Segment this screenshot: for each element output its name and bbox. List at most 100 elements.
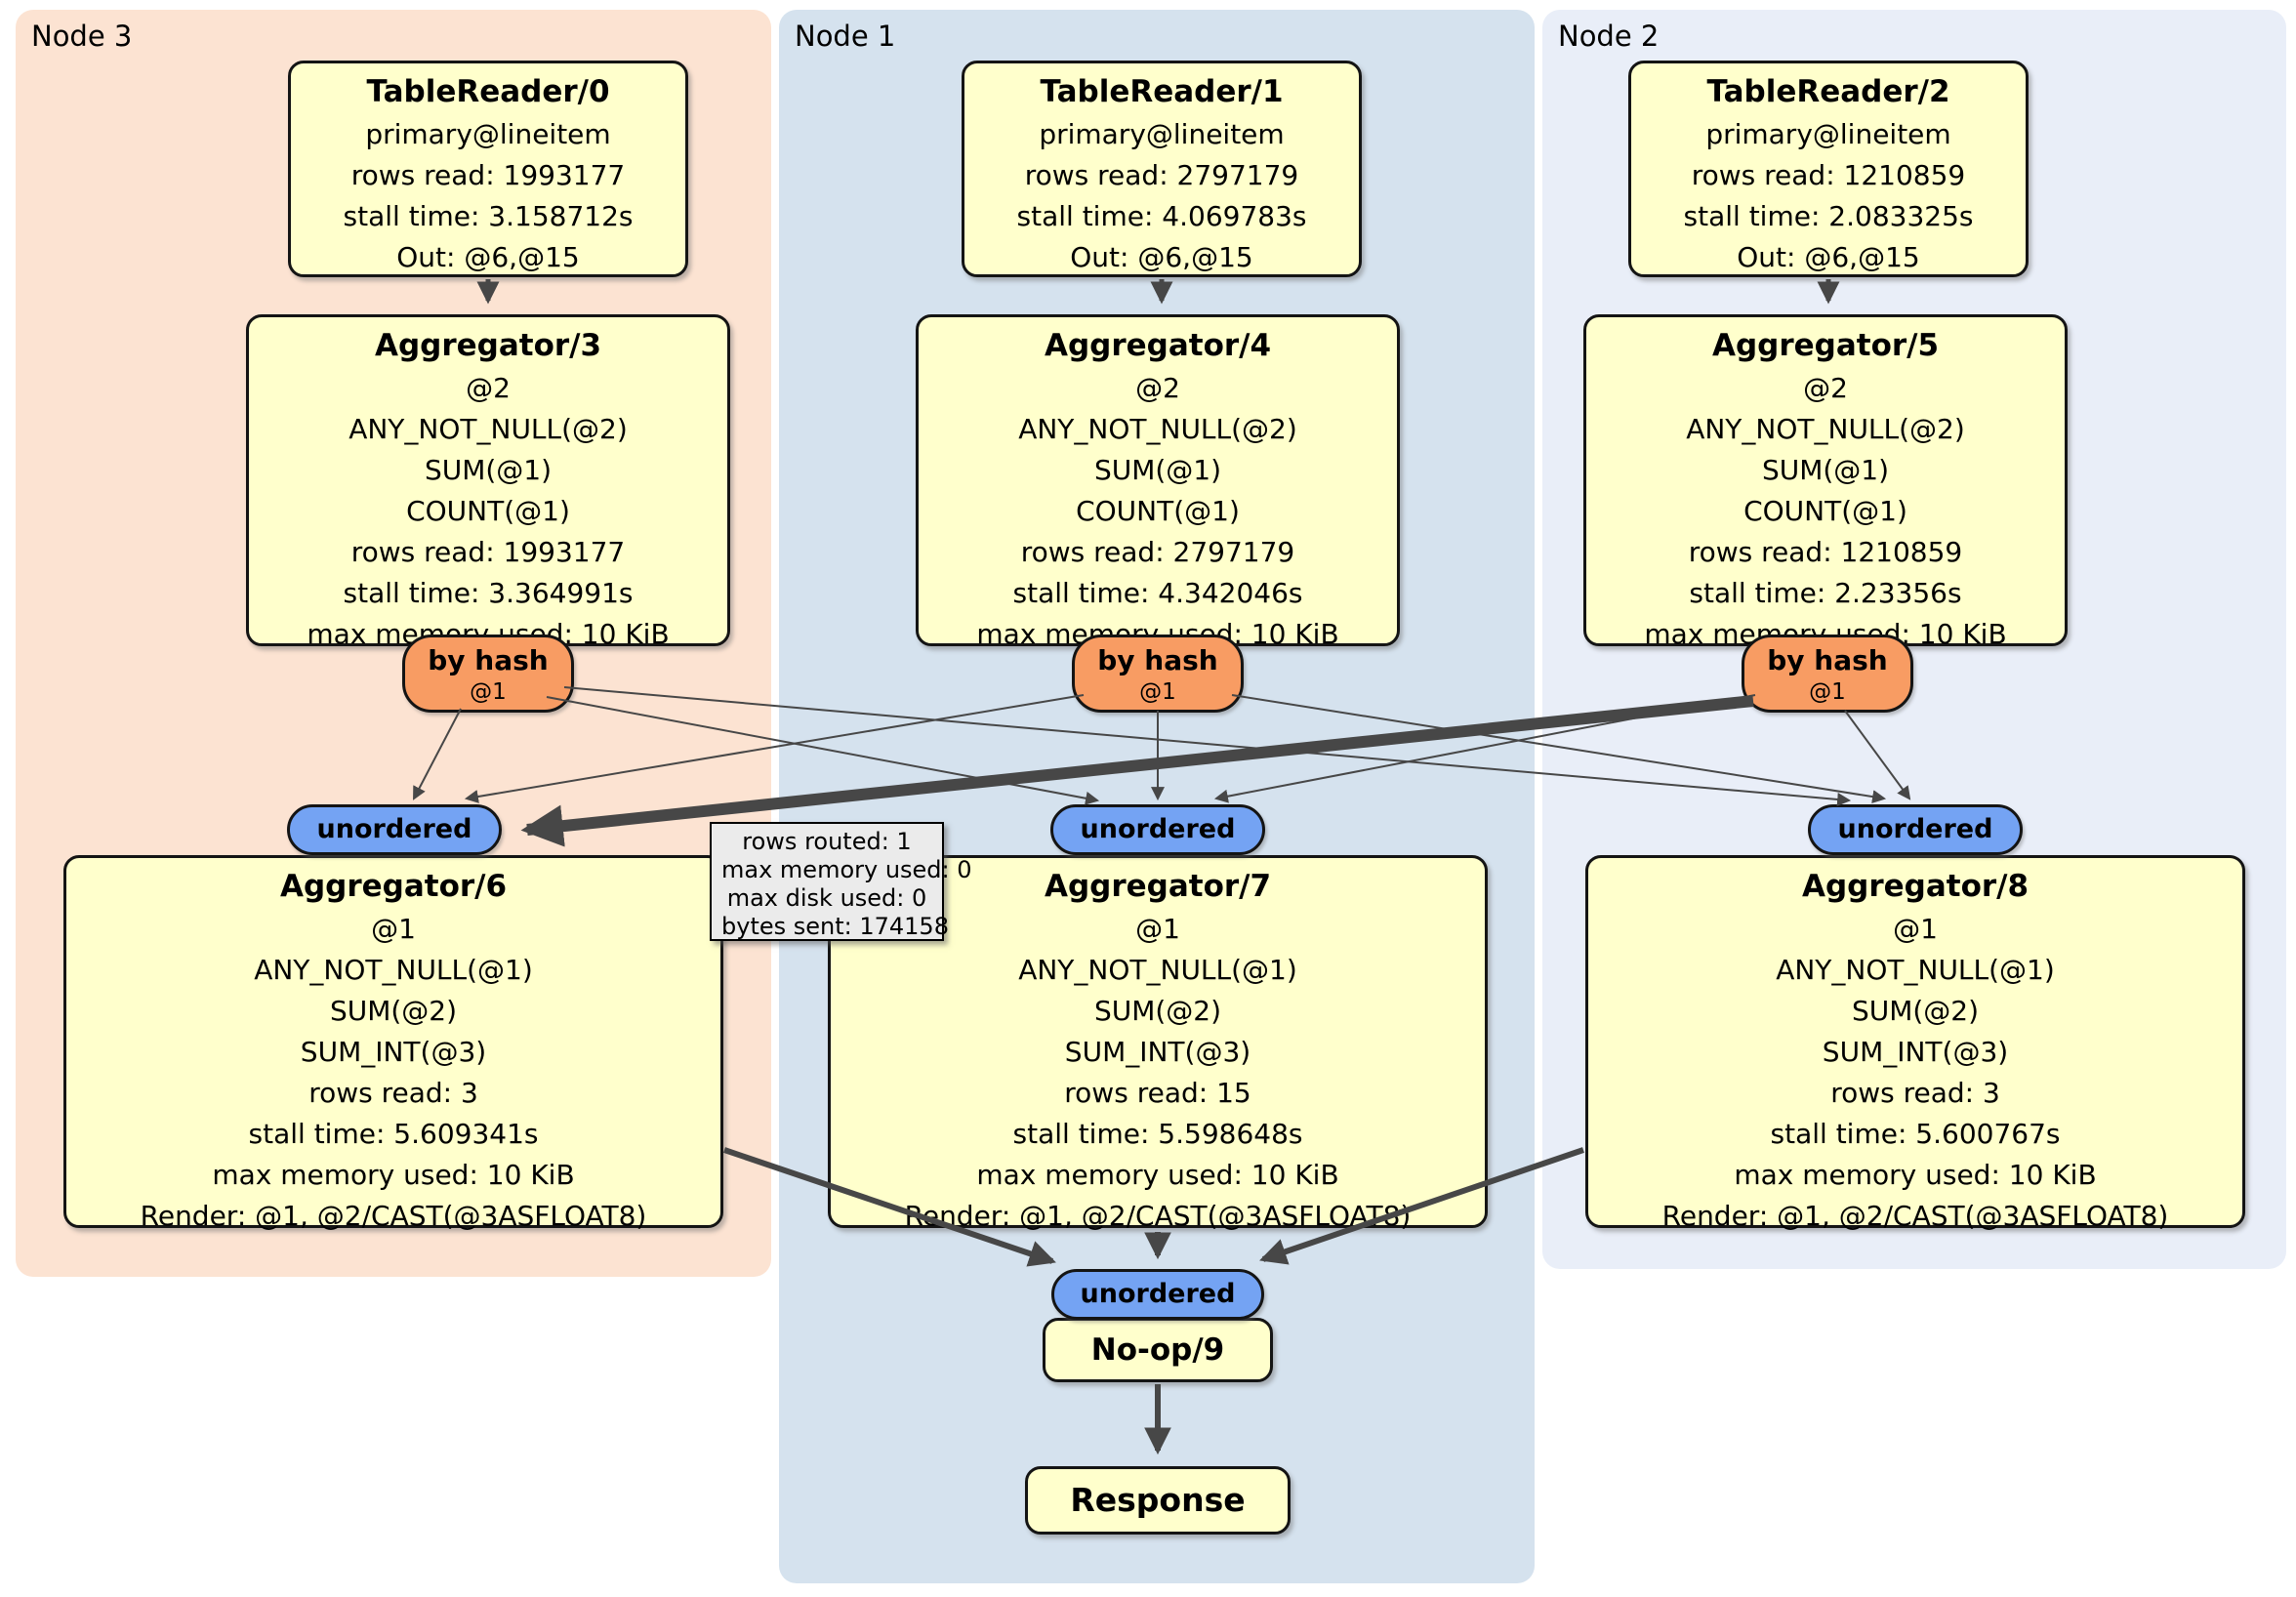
- text-line: stall time: 4.069783s: [1016, 200, 1307, 232]
- text-line: stall time: 5.598648s: [1012, 1118, 1303, 1150]
- text-line: Render: @1, @2/CAST(@3ASFLOAT8): [904, 1200, 1412, 1232]
- router-columns: @1: [1139, 679, 1176, 705]
- text-line: max memory used: 0: [721, 856, 972, 883]
- text-line: @2: [1135, 372, 1180, 404]
- text-line: SUM(@2): [1093, 995, 1222, 1027]
- text-line: COUNT(@1): [406, 495, 570, 527]
- text-line: bytes sent: 174158: [721, 913, 949, 940]
- text-line: SUM_INT(@3): [300, 1036, 487, 1068]
- text-line: Out: @6,@15: [1070, 241, 1253, 273]
- text-line: max memory used: 10 KiB: [212, 1159, 575, 1191]
- processor-title: Response: [1070, 1481, 1246, 1519]
- text-line: rows routed: 1: [742, 828, 912, 855]
- processor-title: TableReader/2: [1706, 74, 1950, 109]
- text-line: SUM_INT(@3): [1064, 1036, 1251, 1068]
- stream-unordered-node1[interactable]: unordered: [1050, 804, 1265, 855]
- text-line: stall time: 2.23356s: [1689, 577, 1962, 609]
- stream-label: unordered: [316, 814, 472, 844]
- text-line: ANY_NOT_NULL(@1): [1776, 954, 2055, 986]
- text-line: stall time: 3.364991s: [343, 577, 634, 609]
- text-line: rows read: 1210859: [1688, 536, 1963, 568]
- text-line: max memory used: 10 KiB: [976, 1159, 1339, 1191]
- text-line: ANY_NOT_NULL(@2): [348, 413, 628, 445]
- text-line: @2: [1803, 372, 1848, 404]
- processor-details: primary@lineitem rows read: 1993177 stall …: [291, 114, 685, 278]
- stream-unordered-node3[interactable]: unordered: [287, 804, 502, 855]
- router-columns: @1: [470, 679, 507, 705]
- processor-title: Aggregator/7: [1044, 869, 1272, 904]
- processor-title: Aggregator/8: [1801, 869, 2030, 904]
- router-label: by hash: [1767, 644, 1888, 676]
- text-line: ANY_NOT_NULL(@1): [254, 954, 533, 986]
- text-line: rows read: 3: [1830, 1077, 2000, 1109]
- text-line: SUM(@2): [1851, 995, 1980, 1027]
- panel-node2-label: Node 2: [1558, 20, 1660, 53]
- processor-noop-9[interactable]: No-op/9: [1043, 1318, 1273, 1382]
- text-line: stall time: 4.342046s: [1012, 577, 1303, 609]
- router-by-hash-node3[interactable]: by hash @1: [402, 635, 574, 713]
- text-line: Out: @6,@15: [396, 241, 580, 273]
- stream-unordered-node2[interactable]: unordered: [1808, 804, 2023, 855]
- text-line: @1: [1135, 913, 1180, 945]
- text-line: SUM_INT(@3): [1822, 1036, 2009, 1068]
- text-line: COUNT(@1): [1076, 495, 1240, 527]
- text-line: rows read: 1993177: [350, 536, 626, 568]
- processor-title: TableReader/0: [366, 74, 610, 109]
- stream-label: unordered: [1080, 1279, 1236, 1309]
- text-line: rows read: 3: [308, 1077, 478, 1109]
- stream-label: unordered: [1080, 814, 1236, 844]
- text-line: @1: [1893, 913, 1938, 945]
- text-line: COUNT(@1): [1743, 495, 1907, 527]
- text-line: ANY_NOT_NULL(@2): [1686, 413, 1965, 445]
- text-line: @2: [466, 372, 511, 404]
- processor-tablereader-0[interactable]: TableReader/0 primary@lineitem rows read:…: [288, 61, 688, 277]
- processor-title: Aggregator/5: [1711, 328, 1940, 363]
- router-by-hash-node2[interactable]: by hash @1: [1742, 635, 1913, 713]
- text-line: rows read: 2797179: [1024, 159, 1299, 191]
- text-line: stall time: 3.158712s: [343, 200, 634, 232]
- text-line: primary@lineitem: [1705, 118, 1951, 150]
- processor-title: No-op/9: [1090, 1332, 1225, 1368]
- stream-label: unordered: [1837, 814, 1993, 844]
- text-line: Render: @1, @2/CAST(@3ASFLOAT8): [1661, 1200, 2169, 1232]
- router-label: by hash: [1097, 644, 1218, 676]
- processor-title: Aggregator/3: [374, 328, 602, 363]
- text-line: Render: @1, @2/CAST(@3ASFLOAT8): [140, 1200, 647, 1232]
- router-by-hash-node1[interactable]: by hash @1: [1072, 635, 1244, 713]
- text-line: stall time: 5.609341s: [248, 1118, 539, 1150]
- processor-title: Aggregator/4: [1044, 328, 1272, 363]
- text-line: primary@lineitem: [365, 118, 611, 150]
- processor-title: Aggregator/6: [279, 869, 508, 904]
- text-line: stall time: 2.083325s: [1683, 200, 1974, 232]
- text-line: rows read: 1993177: [350, 159, 626, 191]
- stream-unordered-final[interactable]: unordered: [1051, 1269, 1264, 1320]
- text-line: SUM(@1): [1093, 454, 1222, 486]
- text-line: @1: [371, 913, 416, 945]
- router-label: by hash: [428, 644, 549, 676]
- text-line: SUM(@1): [1761, 454, 1890, 486]
- panel-node3-label: Node 3: [31, 20, 133, 53]
- panel-node1-label: Node 1: [795, 20, 896, 53]
- text-line: ANY_NOT_NULL(@2): [1018, 413, 1297, 445]
- text-line: max memory used: 10 KiB: [1734, 1159, 2097, 1191]
- text-line: rows read: 15: [1064, 1077, 1251, 1109]
- text-line: max disk used: 0: [726, 884, 927, 912]
- processor-title: TableReader/1: [1040, 74, 1284, 109]
- processor-response[interactable]: Response: [1025, 1466, 1291, 1535]
